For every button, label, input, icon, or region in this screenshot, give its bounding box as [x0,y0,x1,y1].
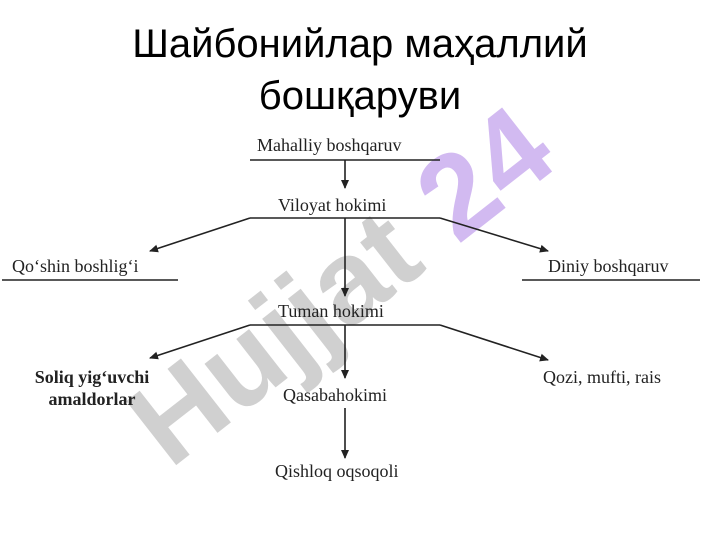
node-viloyat-hokimi: Viloyat hokimi [278,195,387,215]
edge-viloyat-qoshin [149,217,251,253]
node-qasaba-hokimi: Qasabahokimi [283,385,387,405]
node-qishloq-oqsoqoli: Qishloq oqsoqoli [275,461,399,481]
node-soliq-line-1: Soliq yig‘uvchi [34,367,150,387]
slide-title-line-2: бошқаруви [258,74,462,118]
slide-title-line-1: Шайбонийлар маҳаллий [132,22,588,66]
node-qoshin-boshligi: Qo‘shin boshlig‘i [12,256,139,276]
edge-tuman-qozi [439,324,549,362]
node-tuman-hokimi: Tuman hokimi [278,301,384,321]
edge-tuman-soliq [149,324,251,360]
node-qozi-mufti-rais: Qozi, mufti, rais [543,367,661,387]
node-soliq-yiguvchi-amaldorlar: Soliq yig‘uvchi amaldorlar [12,366,172,410]
edge-viloyat-diniy [439,217,549,253]
node-diniy-boshqaruv: Diniy boshqaruv [548,256,669,276]
slide-title: Шайбонийлар маҳаллий бошқаруви [0,18,720,122]
node-soliq-line-2: amaldorlar [48,389,136,409]
node-mahalliy-boshqaruv: Mahalliy boshqaruv [257,135,402,155]
